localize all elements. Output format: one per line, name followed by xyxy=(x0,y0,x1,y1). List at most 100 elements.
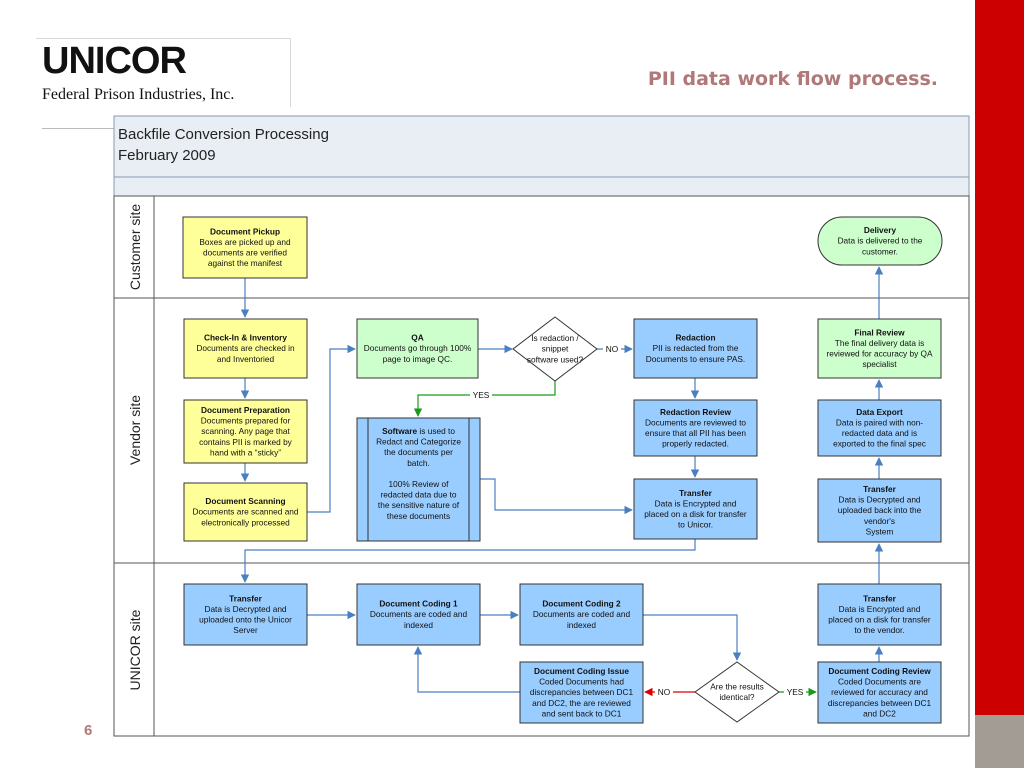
diagram-header xyxy=(113,115,970,178)
node-text-line: specialist xyxy=(862,359,897,369)
node-text-line: and Inventoried xyxy=(217,354,275,364)
node-text-line: Documents are coded and xyxy=(533,609,631,619)
node-title-rest: is used to xyxy=(417,426,455,436)
node-title: Document Coding 2 xyxy=(542,599,621,609)
node-text-line: reviewed for accuracy and xyxy=(831,687,928,697)
node-text-line: vendor's xyxy=(864,516,895,526)
decision-text-line: snippet xyxy=(542,344,569,354)
node-text-line: Data is Decrypted and xyxy=(838,495,920,505)
node-title: Transfer xyxy=(679,488,713,498)
node-text-line: Data is paired with non- xyxy=(836,417,923,427)
edge-coding2-decision2 xyxy=(643,614,742,661)
node-title: Redaction Review xyxy=(660,407,732,417)
node-text-line: Server xyxy=(233,625,258,635)
node-title: Transfer xyxy=(863,484,897,494)
slide-title: PII data work flow process. xyxy=(647,68,938,90)
edge-software-transfer xyxy=(480,478,633,515)
node-text-line: PII is redacted from the xyxy=(653,343,739,353)
node-title: Check-In & Inventory xyxy=(204,333,287,343)
header-spacer-band xyxy=(113,176,970,197)
node-title: Software is used to xyxy=(382,426,455,436)
diagram-title: Backfile Conversion Processing xyxy=(118,126,329,143)
node-title: Transfer xyxy=(229,593,263,603)
node-text-line: indexed xyxy=(404,620,433,630)
edge-label-no1: NO xyxy=(606,344,619,354)
node-title: Document Scanning xyxy=(205,496,285,506)
node-text-line: page to image QC. xyxy=(383,354,453,364)
logo-divider xyxy=(42,128,114,129)
node-title: Document Coding 1 xyxy=(379,599,458,609)
node-text-line: Documents are reviewed to xyxy=(645,417,746,427)
node-text-line: and DC2, the are reviewed xyxy=(532,698,631,708)
logo-frame xyxy=(36,38,291,107)
node-text-line: Data is Decrypted and xyxy=(204,604,286,614)
node-text-line: and sent back to DC1 xyxy=(542,708,622,718)
node-title: Document Pickup xyxy=(210,226,280,236)
node-text-line: placed on a disk for transfer xyxy=(644,509,747,519)
node-title: Delivery xyxy=(864,225,897,235)
lane-label-customer: Customer site xyxy=(127,204,143,291)
lane-label-unicor: UNICOR site xyxy=(127,609,143,690)
node-text-line: Redact and Categorize xyxy=(376,437,461,447)
diagram-date: February 2009 xyxy=(118,147,216,164)
node-text-line: redacted data and is xyxy=(842,428,917,438)
node-text-line: Documents to ensure PAS. xyxy=(646,354,745,364)
node-text-line: documents are verified xyxy=(203,248,287,258)
node-title: QA xyxy=(411,333,423,343)
node-text-line: uploaded back into the xyxy=(838,505,922,515)
lane-label-vendor: Vendor site xyxy=(127,395,143,465)
node-text-line: Documents are checked in xyxy=(196,343,295,353)
node-text-line: contains PII is marked by xyxy=(199,437,293,447)
node-title-bold: Software xyxy=(382,426,417,436)
node-text-line: The final delivery data is xyxy=(835,338,924,348)
node-title: Transfer xyxy=(863,593,897,603)
unicor-logo: UNICOR xyxy=(42,40,187,82)
decision-text-line: Is redaction / xyxy=(531,333,579,343)
edge-label-no2: NO xyxy=(658,687,671,697)
node-text-line: and DC2 xyxy=(863,708,896,718)
node-title: Redaction xyxy=(675,333,715,343)
edge-label-yes2: YES xyxy=(787,687,804,697)
node-text-line: Documents are coded and xyxy=(370,609,468,619)
node-title: Document Preparation xyxy=(201,405,290,415)
edge-transfer-to-unicor xyxy=(240,539,696,583)
node-title: Document Coding Issue xyxy=(534,666,629,676)
node-text-line: Documents go through 100% xyxy=(364,343,472,353)
node-text-line: reviewed for accuracy by QA xyxy=(826,349,933,359)
decision-text-line: identical? xyxy=(719,692,754,702)
node-text-line: ensure that all PII has been xyxy=(645,428,746,438)
node-title: Data Export xyxy=(856,407,903,417)
node-text-line: these documents xyxy=(387,511,450,521)
node-text-line: hand with a “sticky” xyxy=(210,447,281,457)
node-text-line: Coded Documents are xyxy=(838,677,921,687)
node-text-line: to Unicor. xyxy=(678,520,713,530)
node-text-line: properly redacted. xyxy=(662,439,729,449)
edge-issue-coding1 xyxy=(413,646,520,693)
node-text-line: to the vendor. xyxy=(854,625,904,635)
node-text-line: Documents are scanned and xyxy=(192,507,298,517)
decision-text-line: Are the results xyxy=(710,681,764,691)
node-text-line: batch. xyxy=(407,458,430,468)
node-text-line: Boxes are picked up and xyxy=(199,237,291,247)
node-text-line: the sensitive nature of xyxy=(378,500,460,510)
node-text-line: Coded Documents had xyxy=(539,677,624,687)
edge-scan-qa xyxy=(307,344,356,513)
